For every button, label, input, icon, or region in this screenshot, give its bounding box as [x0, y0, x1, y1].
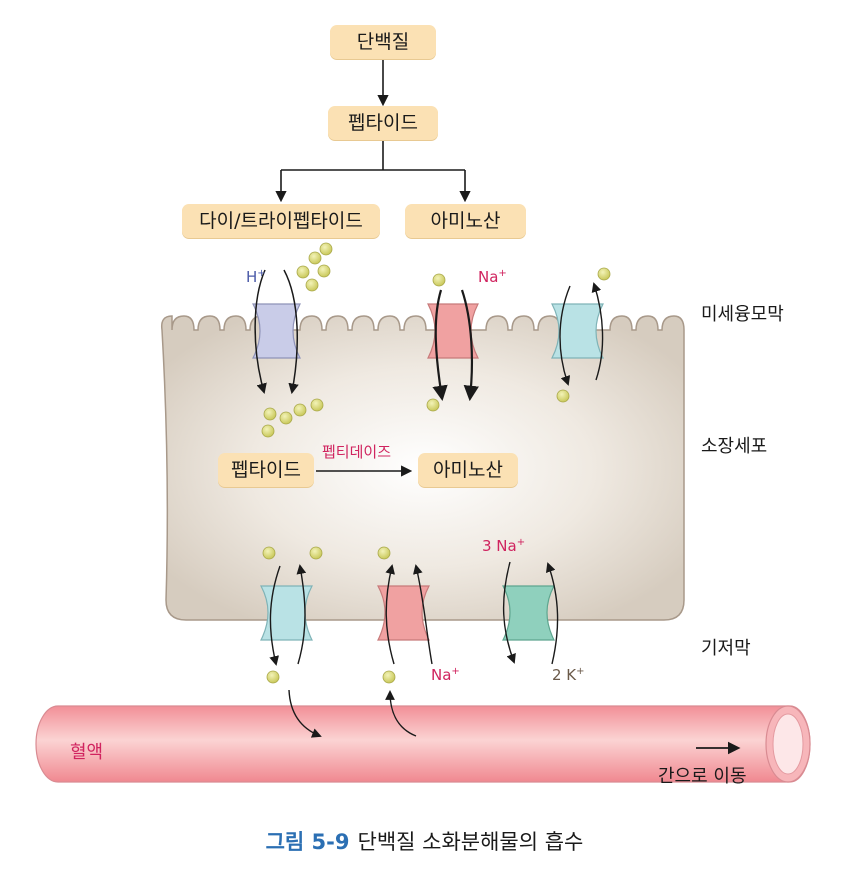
channel-na-k-pump: [501, 561, 559, 665]
figure-caption: 그림 5-9 단백질 소화분해물의 흡수: [0, 826, 849, 856]
figure-number: 그림 5-9: [265, 830, 350, 854]
cell-label: 소장세포: [701, 436, 768, 457]
channel-basal-amino-out: [259, 564, 314, 666]
na3-ion-label: 3 Na+: [482, 537, 526, 555]
h-ion-label: H+: [246, 268, 266, 286]
blood-vessel: [35, 705, 811, 783]
peptide-box: 펩타이드: [328, 106, 438, 140]
protein-box: 단백질: [330, 25, 436, 59]
channel-amino-exchange: [551, 282, 604, 386]
channel-basal-na-amino: [376, 564, 433, 665]
channel-na-amino: [427, 289, 479, 402]
flow-arrows: [275, 58, 471, 203]
amino-acid-molecules: [261, 242, 611, 684]
na-ion-label-top: Na+: [478, 268, 507, 286]
blood-transfer-arrows: [288, 689, 417, 738]
microvilli-label: 미세융모막: [701, 304, 784, 325]
channel-h-peptide: [252, 269, 301, 395]
figure-title: 단백질 소화분해물의 흡수: [357, 830, 584, 854]
basal-membrane-label: 기저막: [701, 638, 751, 659]
amino-acid-box: 아미노산: [405, 204, 526, 238]
cell-amino-acid-box: 아미노산: [418, 453, 518, 487]
blood-label: 혈액: [70, 742, 104, 763]
peptidase-label: 펩티데이즈: [322, 443, 392, 461]
di-tri-peptide-box: 다이/트라이펩타이드: [182, 204, 380, 238]
k2-ion-label: 2 K+: [552, 666, 585, 684]
na-ion-label-basal: Na+: [431, 666, 460, 684]
cell-peptide-box: 펩타이드: [218, 453, 314, 487]
to-liver-label: 간으로 이동: [658, 766, 747, 787]
